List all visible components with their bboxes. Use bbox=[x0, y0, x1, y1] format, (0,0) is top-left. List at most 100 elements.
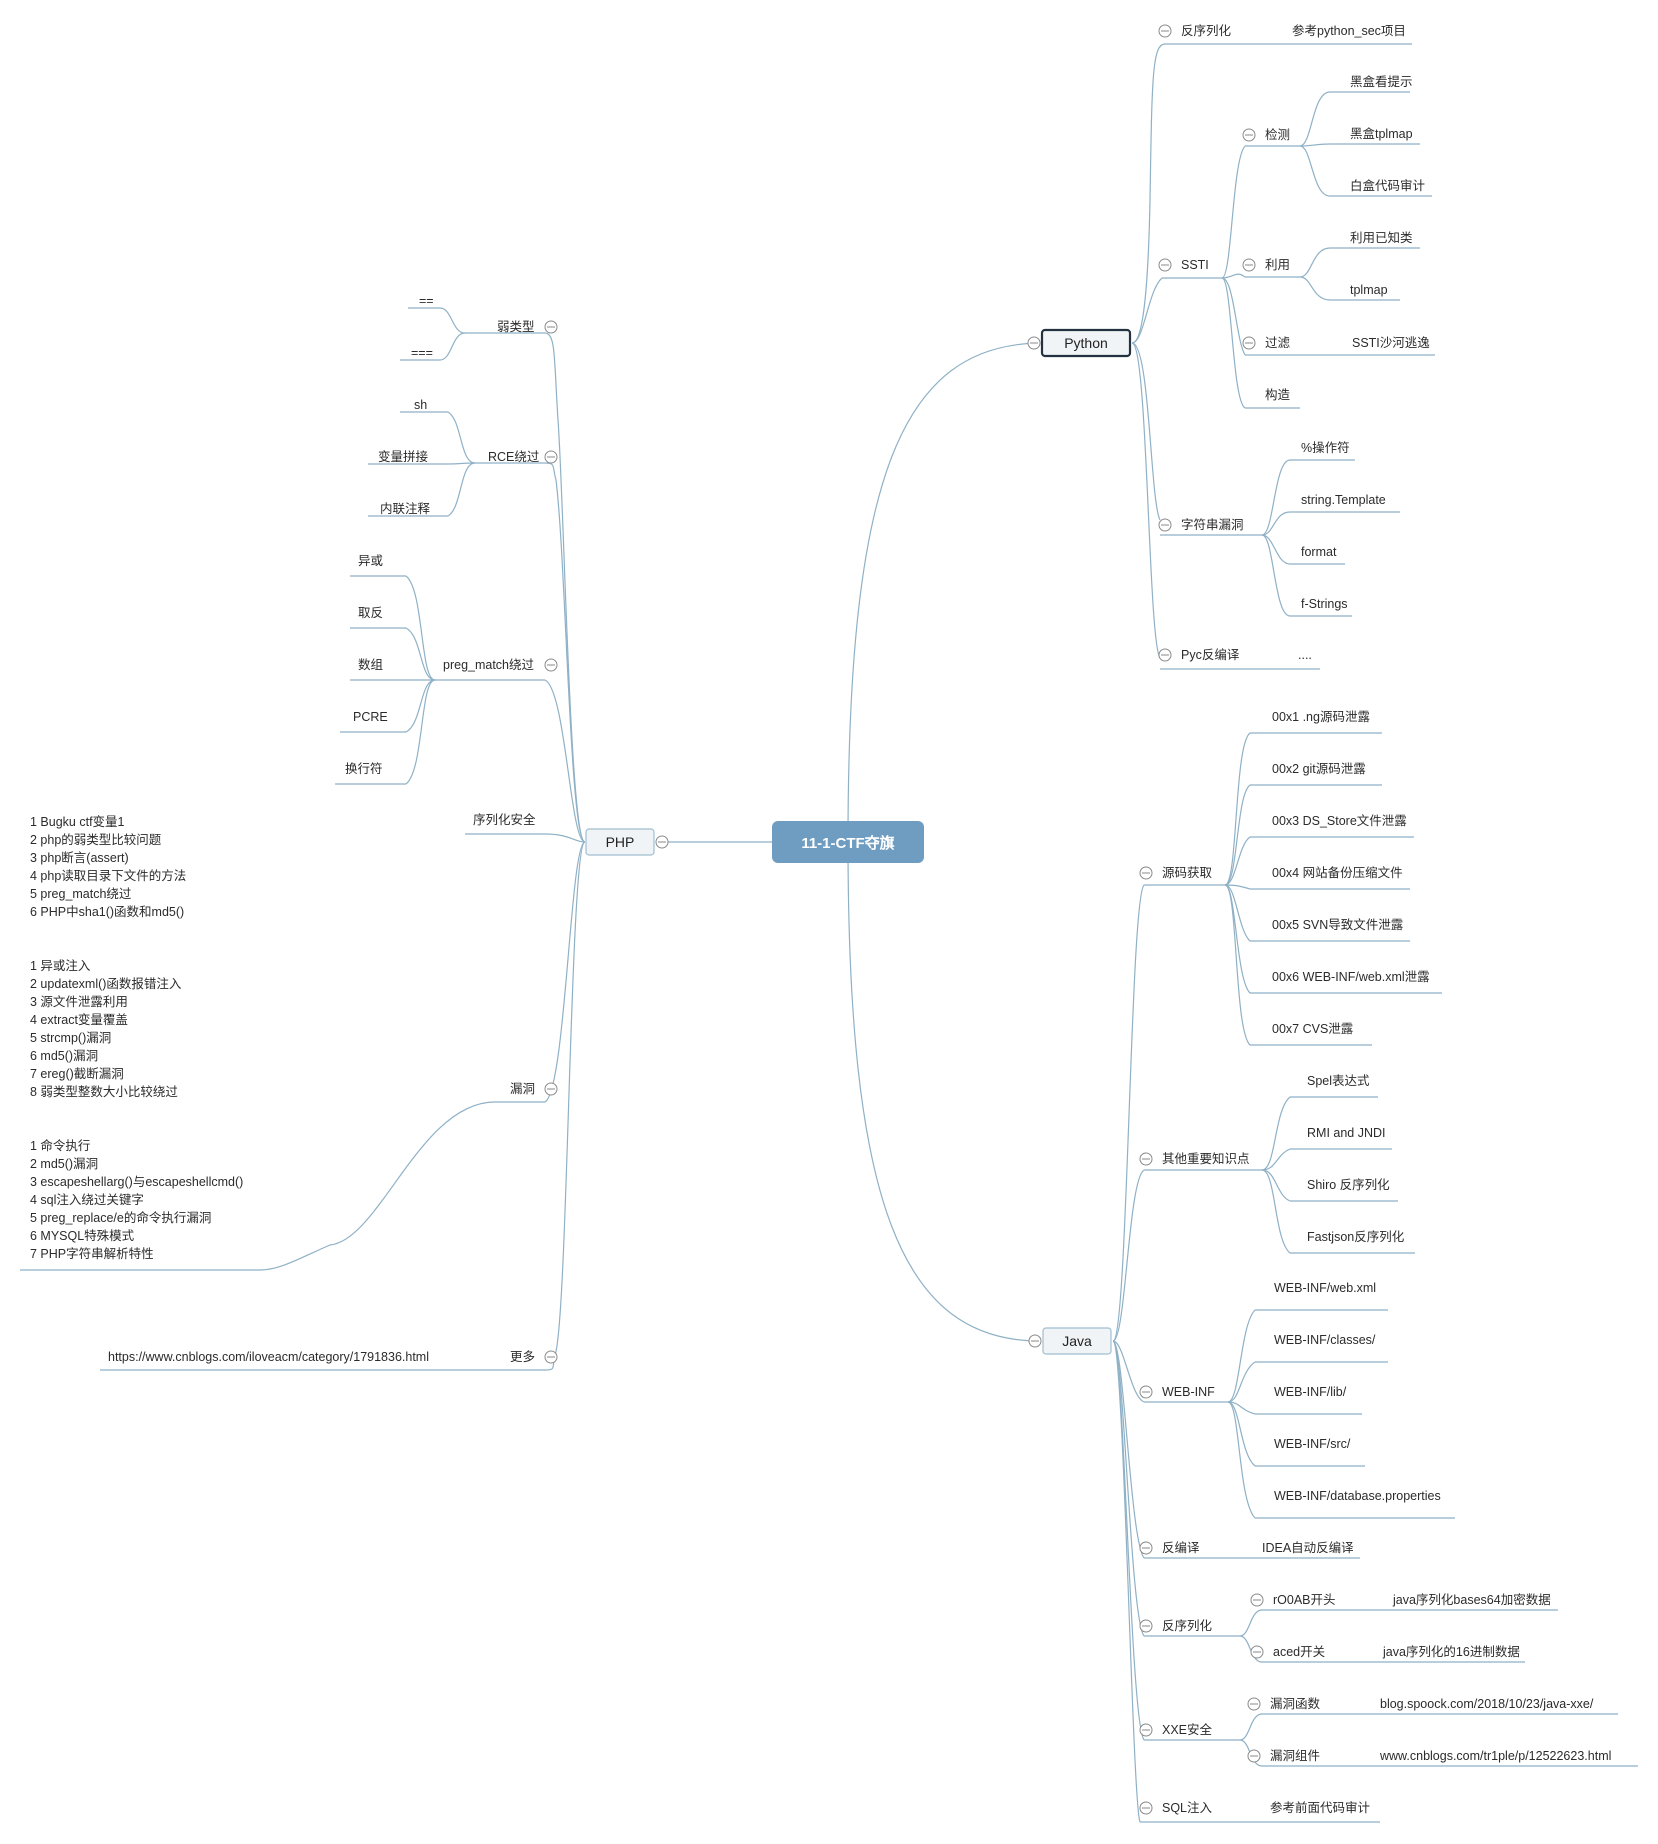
webinf-item-5: WEB-INF/database.properties bbox=[1274, 1489, 1441, 1503]
collapse-strvuln-icon[interactable] bbox=[1158, 518, 1172, 532]
other-label: 其他重要知识点 bbox=[1162, 1151, 1250, 1166]
note2-line-8: 8 弱类型整数大小比较绕过 bbox=[30, 1084, 178, 1099]
collapse-java-icon[interactable] bbox=[1028, 1334, 1042, 1348]
rce-item-2: 变量拼接 bbox=[378, 449, 429, 464]
other-item-2: RMI and JNDI bbox=[1307, 1126, 1386, 1140]
more-label: 更多 bbox=[510, 1350, 535, 1364]
note1-line-3: 3 php断言(assert) bbox=[30, 850, 129, 865]
collapse-webinf-icon[interactable] bbox=[1139, 1385, 1153, 1399]
root-title: 11-1-CTF夺旗 bbox=[801, 834, 894, 852]
ro0ab-child: java序列化bases64加密数据 bbox=[1392, 1592, 1551, 1607]
other-item-1: Spel表达式 bbox=[1307, 1074, 1370, 1088]
note3-line-5: 5 preg_replace/e的命令执行漏洞 bbox=[30, 1210, 211, 1225]
java-labels: 源码获取 00x1 .ng源码泄露 00x2 git源码泄露 00x3 DS_S… bbox=[1139, 710, 1611, 1815]
source-item-7: 00x7 CVS泄露 bbox=[1272, 1022, 1354, 1036]
python-branch bbox=[1131, 43, 1435, 670]
collapse-xxe-icon[interactable] bbox=[1139, 1723, 1153, 1737]
collapse-filter-icon[interactable] bbox=[1242, 336, 1256, 350]
detect-label: 检测 bbox=[1265, 127, 1290, 142]
note1-line-2: 2 php的弱类型比较问题 bbox=[30, 832, 162, 847]
collapse-weak-icon[interactable] bbox=[544, 320, 558, 334]
note2-line-3: 3 源文件泄露利用 bbox=[30, 994, 128, 1009]
decompile-child: IDEA自动反编译 bbox=[1262, 1540, 1354, 1555]
java-branch bbox=[1112, 732, 1638, 1823]
preg-item-3: 数组 bbox=[358, 657, 383, 672]
collapse-rce-icon[interactable] bbox=[544, 450, 558, 464]
detect-item-3: 白盒代码审计 bbox=[1350, 178, 1425, 193]
collapse-py-deser-icon[interactable] bbox=[1158, 24, 1172, 38]
collapse-vuln-icon[interactable] bbox=[544, 1082, 558, 1096]
java-node[interactable]: Java bbox=[1042, 1327, 1112, 1355]
collapse-detect-icon[interactable] bbox=[1242, 128, 1256, 142]
webinf-item-1: WEB-INF/web.xml bbox=[1274, 1281, 1376, 1295]
ssti-label: SSTI bbox=[1181, 258, 1209, 272]
xxe-func-child: blog.spoock.com/2018/10/23/java-xxe/ bbox=[1380, 1697, 1594, 1711]
preg-item-4: PCRE bbox=[353, 710, 388, 724]
collapse-more-icon[interactable] bbox=[544, 1350, 558, 1364]
preg-item-1: 异或 bbox=[358, 554, 384, 568]
root-connectors bbox=[668, 342, 1041, 1342]
preg-label: preg_match绕过 bbox=[443, 658, 535, 672]
collapse-ro0ab-icon[interactable] bbox=[1250, 1593, 1264, 1607]
java-deser-label: 反序列化 bbox=[1162, 1618, 1213, 1633]
preg-item-5: 换行符 bbox=[345, 761, 383, 776]
source-item-5: 00x5 SVN导致文件泄露 bbox=[1272, 917, 1404, 932]
source-item-4: 00x4 网站备份压缩文件 bbox=[1272, 865, 1403, 880]
php-node[interactable]: PHP bbox=[585, 828, 655, 856]
source-item-3: 00x3 DS_Store文件泄露 bbox=[1272, 813, 1407, 828]
more-link[interactable]: https://www.cnblogs.com/iloveacm/categor… bbox=[108, 1350, 429, 1364]
collapse-xxe-comp-icon[interactable] bbox=[1247, 1749, 1261, 1763]
note2-line-6: 6 md5()漏洞 bbox=[30, 1048, 98, 1063]
webinf-item-4: WEB-INF/src/ bbox=[1274, 1437, 1351, 1451]
webinf-label: WEB-INF bbox=[1162, 1385, 1215, 1399]
collapse-python-icon[interactable] bbox=[1027, 336, 1041, 350]
collapse-sql-icon[interactable] bbox=[1139, 1801, 1153, 1815]
python-labels: 反序列化 参考python_sec项目 SSTI 检测 黑盒看提示 黑盒tplm… bbox=[1158, 23, 1430, 662]
php-branch bbox=[20, 307, 586, 1371]
source-item-6: 00x6 WEB-INF/web.xml泄露 bbox=[1272, 970, 1430, 984]
collapse-java-deser-icon[interactable] bbox=[1139, 1619, 1153, 1633]
collapse-other-icon[interactable] bbox=[1139, 1152, 1153, 1166]
collapse-decompile-icon[interactable] bbox=[1139, 1541, 1153, 1555]
collapse-exploit-icon[interactable] bbox=[1242, 258, 1256, 272]
construct-label: 构造 bbox=[1265, 387, 1291, 402]
serial-label: 序列化安全 bbox=[473, 812, 536, 827]
rce-item-3: 内联注释 bbox=[380, 501, 431, 516]
strvuln-item-1: %操作符 bbox=[1301, 440, 1350, 455]
sql-child: 参考前面代码审计 bbox=[1270, 1800, 1370, 1815]
filter-label: 过滤 bbox=[1265, 336, 1291, 350]
py-deser-label: 反序列化 bbox=[1181, 23, 1232, 38]
note3-line-7: 7 PHP字符串解析特性 bbox=[30, 1246, 154, 1261]
sql-label: SQL注入 bbox=[1162, 1800, 1213, 1815]
note1-line-6: 6 PHP中sha1()函数和md5() bbox=[30, 904, 184, 919]
collapse-pyc-icon[interactable] bbox=[1158, 648, 1172, 662]
collapse-aced-icon[interactable] bbox=[1250, 1645, 1264, 1659]
collapse-source-icon[interactable] bbox=[1139, 866, 1153, 880]
collapse-php-icon[interactable] bbox=[655, 835, 669, 849]
vuln-label: 漏洞 bbox=[510, 1081, 535, 1096]
decompile-label: 反编译 bbox=[1162, 1540, 1200, 1555]
source-item-2: 00x2 git源码泄露 bbox=[1272, 762, 1366, 776]
note1-line-1: 1 Bugku ctf变量1 bbox=[30, 814, 125, 829]
collapse-preg-icon[interactable] bbox=[544, 658, 558, 672]
collapse-xxe-func-icon[interactable] bbox=[1247, 1697, 1261, 1711]
other-item-4: Fastjson反序列化 bbox=[1307, 1229, 1405, 1244]
note2-line-2: 2 updatexml()函数报错注入 bbox=[30, 976, 182, 991]
note1-line-4: 4 php读取目录下文件的方法 bbox=[30, 868, 186, 883]
other-item-3: Shiro 反序列化 bbox=[1307, 1177, 1390, 1192]
xxe-func-label: 漏洞函数 bbox=[1270, 1696, 1321, 1711]
python-node[interactable]: Python bbox=[1040, 328, 1132, 358]
exploit-item-1: 利用已知类 bbox=[1350, 231, 1413, 245]
pyc-label: Pyc反编译 bbox=[1181, 647, 1240, 662]
source-label: 源码获取 bbox=[1162, 866, 1213, 880]
strvuln-item-4: f-Strings bbox=[1301, 597, 1348, 611]
ro0ab-label: rO0AB开头 bbox=[1273, 1593, 1336, 1607]
webinf-item-2: WEB-INF/classes/ bbox=[1274, 1333, 1376, 1347]
aced-child: java序列化的16进制数据 bbox=[1382, 1644, 1520, 1659]
pyc-child: .... bbox=[1298, 648, 1312, 662]
collapse-ssti-icon[interactable] bbox=[1158, 258, 1172, 272]
detect-item-2: 黑盒tplmap bbox=[1350, 126, 1413, 141]
aced-label: aced开关 bbox=[1273, 1645, 1325, 1659]
root-node[interactable]: 11-1-CTF夺旗 bbox=[772, 821, 924, 863]
